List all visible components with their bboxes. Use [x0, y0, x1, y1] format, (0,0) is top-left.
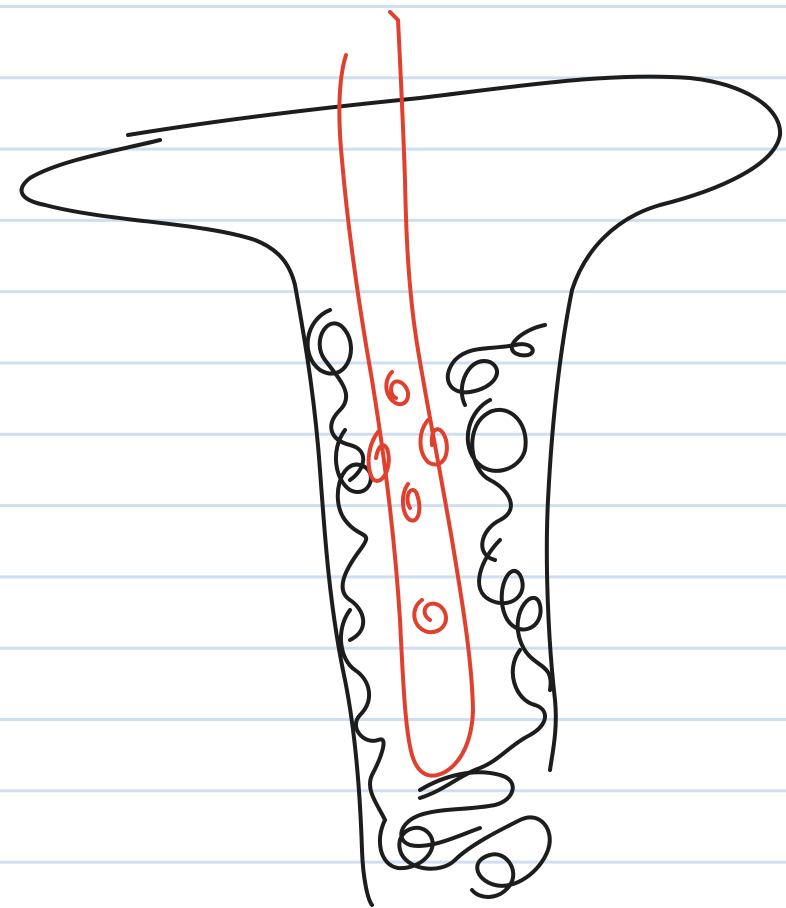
ruled-line — [0, 5, 786, 8]
ruled-line — [0, 789, 786, 792]
ruled-line — [0, 647, 786, 650]
ruled-line — [0, 861, 786, 864]
ruled-line — [0, 290, 786, 293]
ruled-line — [0, 433, 786, 436]
ruled-line — [0, 362, 786, 365]
ruled-line — [0, 718, 786, 721]
ruled-line — [0, 504, 786, 507]
ruled-line — [0, 575, 786, 578]
